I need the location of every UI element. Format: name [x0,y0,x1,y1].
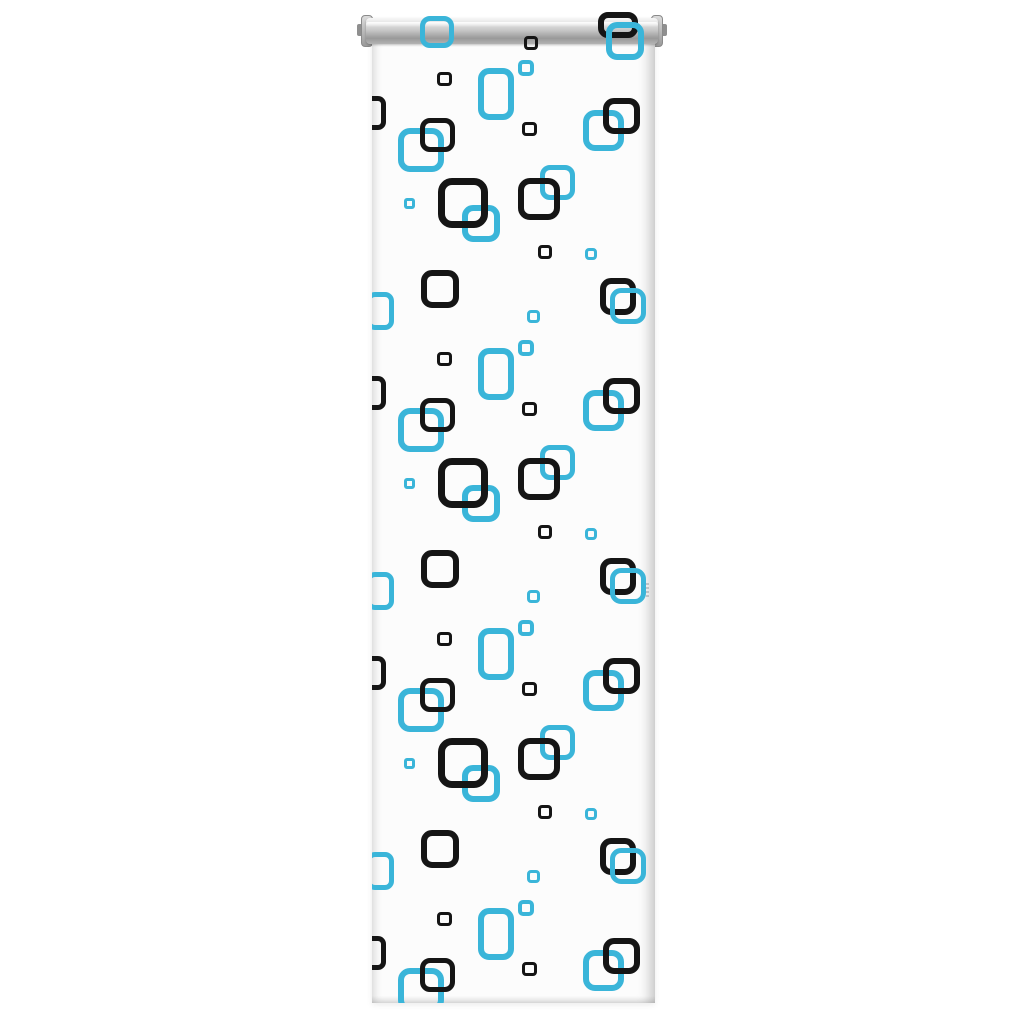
pattern-square-blue [585,808,597,820]
pattern-square-black [600,838,636,875]
pattern-square-blue [610,288,646,324]
pattern-square-blue [372,292,394,330]
pattern-square-blue [478,348,514,400]
pattern-square-black [437,72,452,86]
pattern-square-black [603,98,640,134]
pattern-square-black [518,738,560,780]
pattern-square-black [603,658,640,694]
pattern-square-black [538,245,552,259]
pattern-square-black [438,738,488,788]
pattern-square-black [420,958,455,992]
pattern-square-black [538,525,552,539]
pattern-square-blue [404,758,415,769]
pattern-square-blue [478,68,514,120]
pattern-square-black [522,122,537,136]
pattern-square-black [438,178,488,228]
pattern-square-black [372,96,386,130]
pattern-square-blue [372,852,394,890]
pattern-square-black [600,278,636,315]
pattern-square-blue [610,568,646,604]
selvedge-marking [646,583,649,599]
pattern-square-blue [518,340,534,356]
pattern-square-black [437,912,452,926]
top-wrapped-pattern [372,12,655,64]
fabric-hem [372,996,655,1003]
pattern-square-black [437,352,452,366]
pattern-square-black [421,550,459,588]
pattern-square-black [522,402,537,416]
pattern-square-black [420,678,455,712]
pattern-square-blue [527,310,540,323]
pattern-square-black [437,632,452,646]
pattern-square-blue [527,870,540,883]
mounting-pin-right [660,24,667,36]
pattern-square-blue [518,60,534,76]
pattern-square-black [518,178,560,220]
pattern-square-black [420,118,455,152]
pattern-square-black [522,682,537,696]
pattern-square-blue [585,248,597,260]
pattern-square-black [518,458,560,500]
pattern-square-black [438,458,488,508]
pattern-square-black [420,398,455,432]
pattern-square-blue [478,908,514,960]
pattern-square-black [372,376,386,410]
pattern-square-black [538,805,552,819]
pattern-square-blue [372,572,394,610]
pattern-square-black [372,656,386,690]
pattern-square-blue [404,198,415,209]
pattern-square-black [600,558,636,595]
pattern-square-blue [420,16,454,48]
pattern-square-black [421,270,459,308]
pattern-square-black [524,36,538,50]
pattern-square-blue [606,22,644,60]
pattern-square-black [421,830,459,868]
pattern-square-black [522,962,537,976]
pattern-square-black [372,936,386,970]
pattern-square-blue [478,628,514,680]
pattern-square-black [603,938,640,974]
pattern-square-blue [527,590,540,603]
pattern-square-blue [404,478,415,489]
pattern-square-blue [585,528,597,540]
pattern-square-blue [518,620,534,636]
pattern-square-blue [518,900,534,916]
mounting-pin-left [357,24,364,36]
blind-fabric [372,30,655,1003]
pattern-square-black [603,378,640,414]
tube-highlight [366,22,658,27]
pattern-square-blue [610,848,646,884]
